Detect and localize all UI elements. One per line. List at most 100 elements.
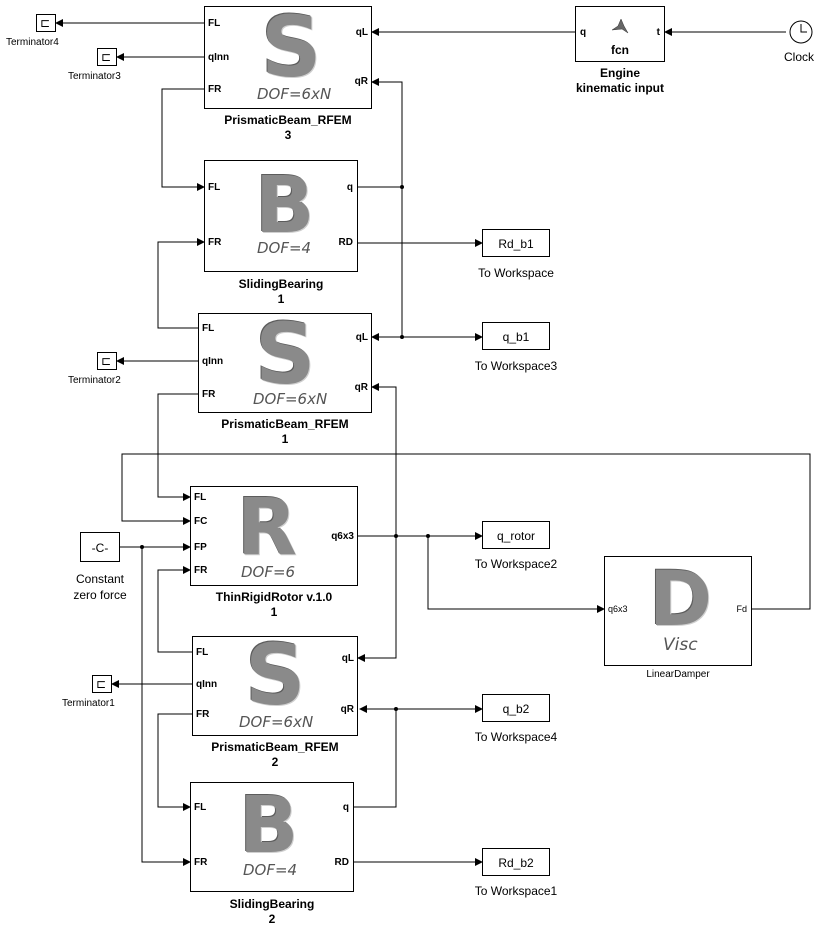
- workspace-var: q_b2: [502, 702, 530, 716]
- port-fr: FR: [202, 389, 216, 400]
- block-letter: B: [239, 781, 299, 871]
- workspace-var: Rd_b1: [498, 237, 534, 251]
- port-q: q: [580, 27, 587, 38]
- port-fc: FC: [194, 516, 208, 527]
- block-dof: DOF=6xN: [253, 390, 328, 408]
- workspace-var: q_rotor: [496, 529, 536, 543]
- caption-name: Constant: [75, 572, 125, 586]
- clock-icon[interactable]: [786, 18, 816, 48]
- junction-dot: [394, 707, 398, 711]
- to-workspace-q-rotor[interactable]: q_rotor: [482, 521, 550, 549]
- wire-rotor-pb2: [357, 536, 397, 662]
- prismatic-beam-3-block[interactable]: FL qInn FR qL qR S DOF=6xN: [204, 0, 372, 109]
- constant-value: -C-: [91, 541, 109, 555]
- port-q: q: [342, 802, 349, 813]
- to-workspace-q-b2[interactable]: q_b2: [482, 694, 550, 722]
- caption-name: SlidingBearing: [238, 277, 324, 291]
- constant-block[interactable]: -C-: [80, 532, 120, 562]
- caption-index: 1: [277, 292, 285, 306]
- block-caption: SlidingBearing 1: [204, 277, 358, 307]
- caption-index: 2: [271, 755, 279, 769]
- port-rd: RD: [338, 237, 353, 248]
- prismatic-beam-2-block[interactable]: FL qInn FR qL qR S DOF=6xN: [192, 633, 358, 736]
- thin-rigid-rotor-block[interactable]: FL FC FP FR q6x3 R DOF=6: [190, 486, 358, 586]
- block-letter: D: [649, 554, 713, 643]
- port-qr: qR: [354, 76, 368, 87]
- junction-dot: [400, 185, 404, 189]
- sliding-bearing-2-block[interactable]: FL FR q RD B DOF=4: [190, 782, 354, 892]
- linear-damper-block[interactable]: q6x3 Fd D Visc: [604, 556, 752, 666]
- block-letter: S: [255, 305, 316, 403]
- port-fr: FR: [208, 237, 222, 248]
- port-fr: FR: [194, 565, 208, 576]
- block-letter: S: [261, 0, 322, 96]
- block-caption: Constant zero force: [52, 571, 148, 603]
- prismatic-beam-1-block[interactable]: FL qInn FR qL qR S DOF=6xN: [198, 305, 372, 413]
- block-dof: DOF=6xN: [257, 85, 332, 103]
- port-ql: qL: [341, 653, 354, 664]
- terminator-icon[interactable]: ⊏: [92, 675, 112, 693]
- port-fd: Fd: [736, 604, 747, 614]
- port-qinn: qInn: [196, 679, 218, 690]
- terminator-caption: Terminator3: [68, 71, 121, 82]
- terminator-icon[interactable]: ⊏: [36, 14, 56, 32]
- workspace-caption: To Workspace: [478, 266, 554, 280]
- terminator-icon[interactable]: ⊏: [97, 48, 117, 66]
- block-caption: SlidingBearing 2: [190, 897, 354, 927]
- caption-index: 1: [281, 432, 289, 446]
- block-dof: DOF=6xN: [239, 713, 314, 731]
- caption-index: 2: [268, 912, 276, 926]
- port-q6x3: q6x3: [331, 531, 354, 542]
- port-fl: FL: [196, 647, 209, 658]
- caption-name: ThinRigidRotor v.1.0: [215, 590, 333, 604]
- clock-caption: Clock: [784, 50, 815, 64]
- to-workspace-q-b1[interactable]: q_b1: [482, 322, 550, 350]
- engine-fcn-block[interactable]: q t fcn: [575, 6, 665, 62]
- to-workspace-rd-b2[interactable]: Rd_b2: [482, 848, 550, 876]
- port-fl: FL: [194, 492, 207, 503]
- caption-index: 1: [270, 605, 278, 619]
- workspace-caption: To Workspace2: [474, 557, 558, 571]
- terminator-icon[interactable]: ⊏: [97, 352, 117, 370]
- workspace-caption: To Workspace3: [474, 359, 558, 373]
- block-letter: B: [255, 161, 315, 251]
- port-ql: qL: [355, 27, 368, 38]
- port-qinn: qInn: [208, 52, 230, 63]
- block-caption: Engine kinematic input: [560, 66, 680, 96]
- port-qinn: qInn: [202, 356, 224, 367]
- wire-rotor-damper: [427, 536, 605, 613]
- block-caption: PrismaticBeam_RFEM 2: [192, 740, 358, 770]
- fcn-label: fcn: [611, 43, 629, 57]
- caption-sub: kinematic input: [575, 81, 664, 95]
- sliding-bearing-1-block[interactable]: FL FR q RD B DOF=4: [204, 160, 358, 272]
- wire-pb2-rotor: [157, 566, 192, 653]
- port-fr: FR: [196, 709, 210, 720]
- wire-sb1-pb3: [371, 78, 403, 187]
- caption-index: 3: [284, 128, 292, 142]
- workspace-caption: To Workspace4: [474, 730, 558, 744]
- workspace-var: Rd_b2: [498, 856, 534, 870]
- to-workspace-rd-b1[interactable]: Rd_b1: [482, 229, 550, 257]
- port-fl: FL: [194, 802, 207, 813]
- block-dof: DOF=4: [257, 239, 312, 257]
- wire-pb1-rotor: [157, 393, 198, 501]
- caption-name: PrismaticBeam_RFEM: [221, 417, 349, 431]
- port-qr: qR: [354, 382, 368, 393]
- wire-pb1-sb1: [157, 238, 205, 329]
- junction-dot: [400, 335, 404, 339]
- caption-name: Engine: [599, 66, 640, 80]
- port-q6x3: q6x3: [608, 604, 628, 614]
- workspace-caption: To Workspace1: [474, 884, 558, 898]
- block-letter: R: [237, 483, 298, 573]
- block-dof: DOF=6: [241, 563, 296, 581]
- junction-dot: [140, 545, 144, 549]
- terminator-caption: Terminator4: [6, 37, 59, 48]
- wire-pb2-sb2: [157, 713, 192, 811]
- wire-const-sb2: [141, 547, 191, 866]
- junction-dot: [426, 534, 430, 538]
- caption-name: PrismaticBeam_RFEM: [224, 113, 352, 127]
- port-fl: FL: [208, 18, 221, 29]
- block-caption: PrismaticBeam_RFEM 3: [204, 113, 372, 143]
- wire-sb2-pb2: [354, 705, 397, 808]
